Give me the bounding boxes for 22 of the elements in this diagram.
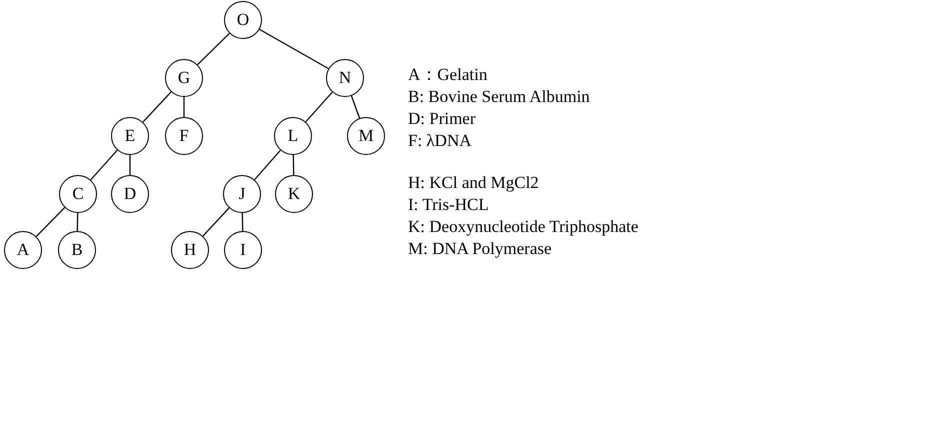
tree-edge	[197, 32, 230, 66]
tree-edge	[254, 150, 281, 180]
legend-entry: F: λDNA	[408, 131, 472, 151]
tree-edge	[90, 150, 118, 180]
legend-entry: M: DNA Polymerase	[408, 239, 552, 259]
tree-edge	[350, 96, 360, 118]
legend-entry: H: KCl and MgCl2	[408, 173, 539, 193]
tree-edge	[292, 154, 294, 176]
tree-edge	[142, 92, 172, 122]
tree-edge	[129, 155, 131, 175]
tree-edge	[259, 28, 329, 70]
tree-edge	[183, 97, 185, 117]
tree-edge	[305, 92, 333, 122]
tree-edge	[76, 212, 78, 232]
tree-edge	[36, 207, 66, 237]
legend-entry: K: Deoxynucleotide Triphosphate	[408, 217, 638, 237]
legend-entry: A：Gelatin	[408, 65, 488, 85]
tree-edge	[202, 208, 230, 236]
legend-entry: D: Primer	[408, 109, 476, 129]
tree-edge	[242, 212, 244, 232]
legend-entry: B: Bovine Serum Albumin	[408, 87, 590, 107]
legend-entry: I: Tris-HCL	[408, 195, 489, 215]
